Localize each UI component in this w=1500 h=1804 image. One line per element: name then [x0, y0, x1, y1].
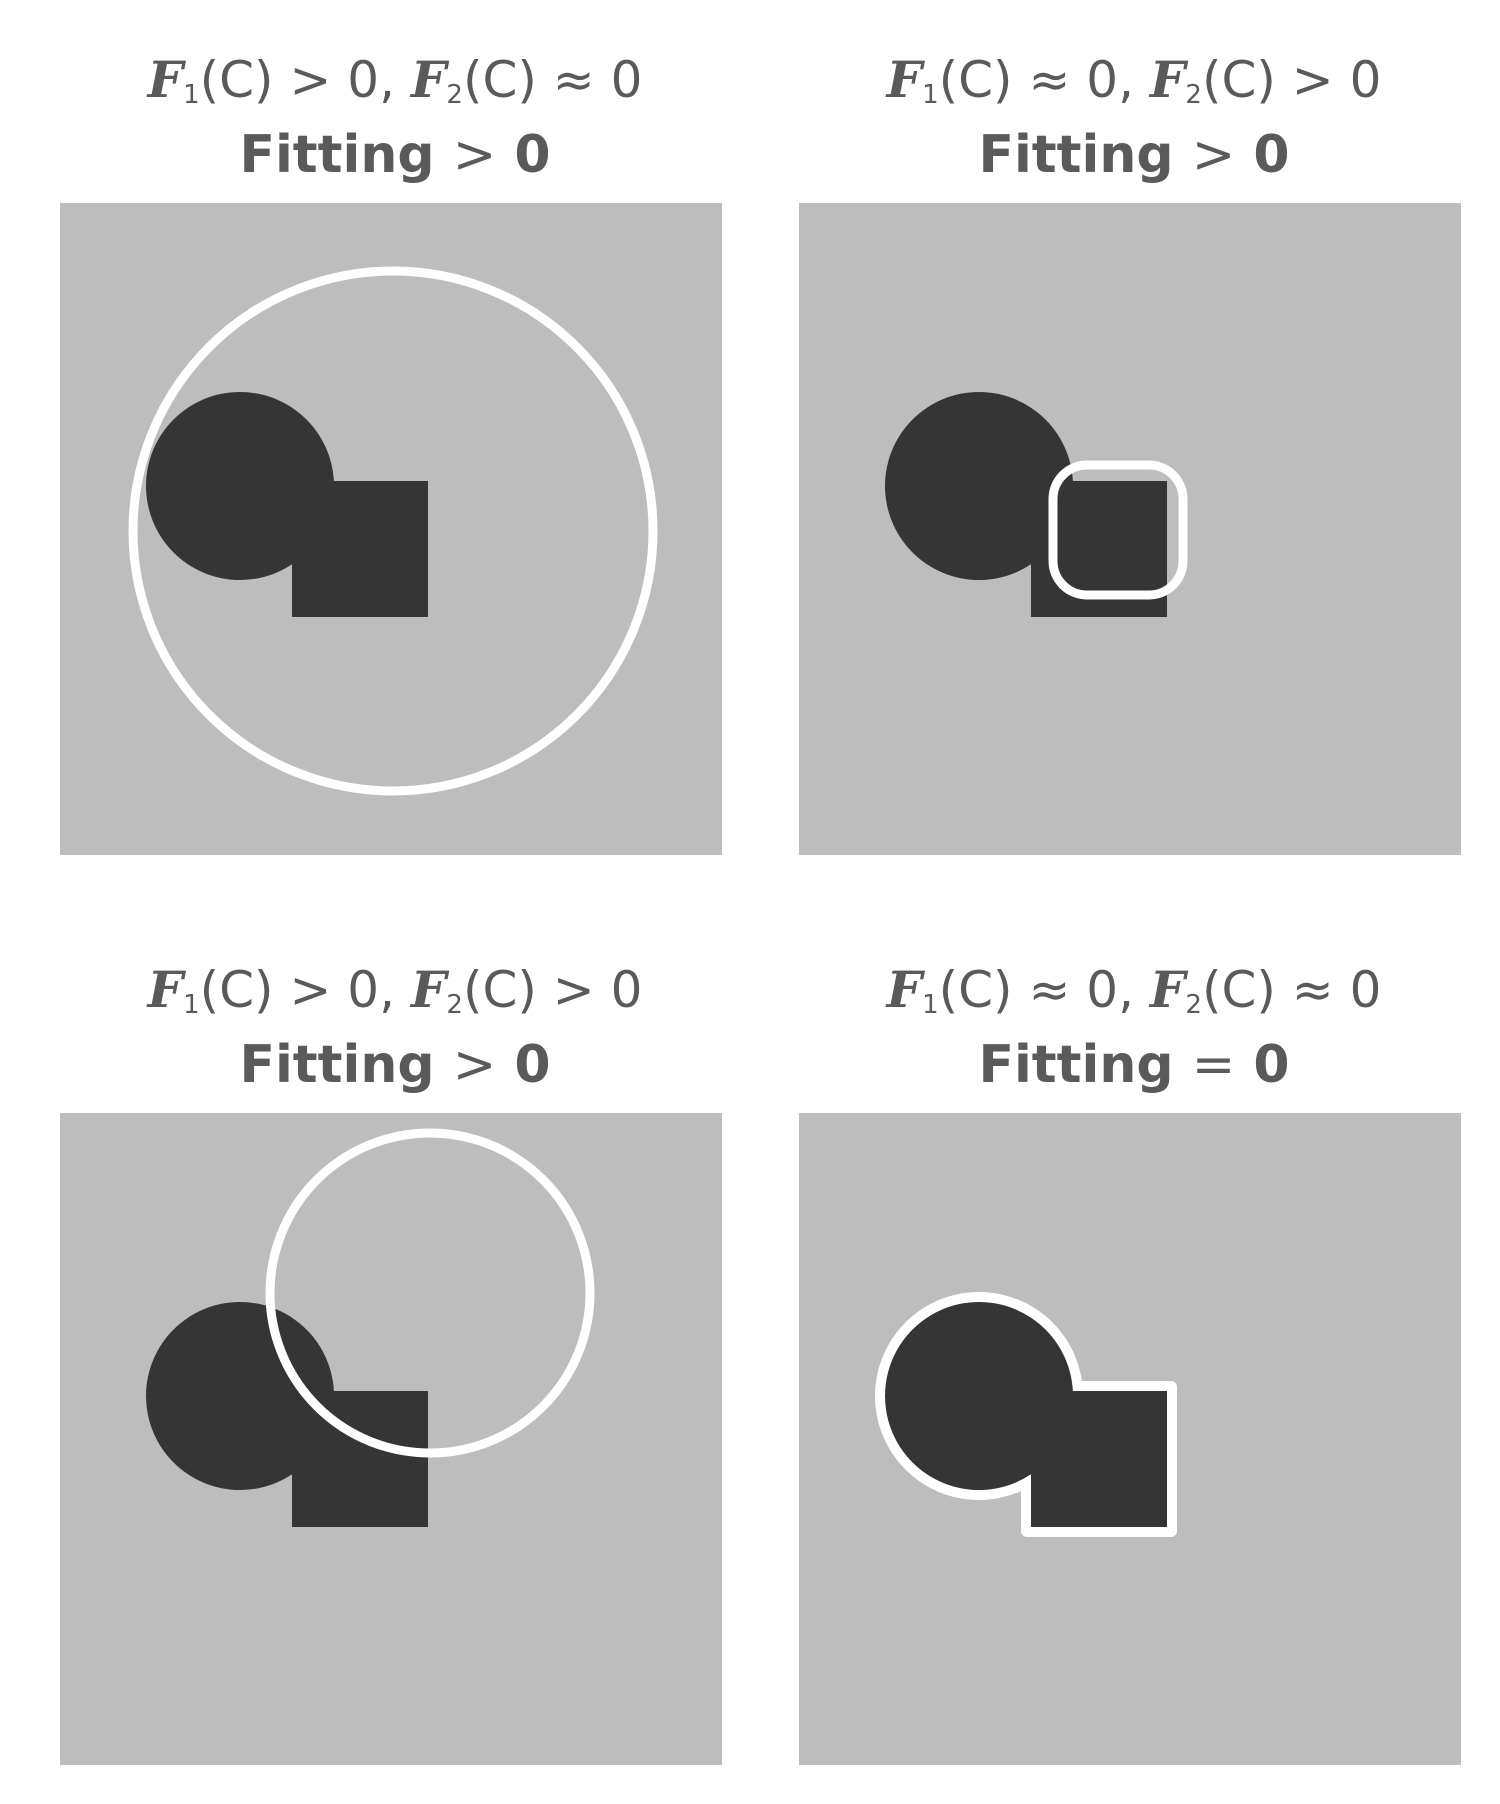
f1-relation: >	[289, 51, 332, 109]
f1-value: 0,	[1086, 51, 1134, 109]
image-plot	[60, 203, 722, 855]
f2-symbol: F	[410, 50, 447, 109]
panel-condition-line: F1(C) > 0, F2(C) > 0	[55, 955, 735, 1040]
object-square	[292, 481, 428, 617]
f2-subscript: 2	[1185, 990, 1202, 1020]
f1-value: 0,	[1086, 961, 1134, 1019]
panel-condition-line: F1(C) ≈ 0, F2(C) > 0	[794, 45, 1474, 130]
fitting-value: 0	[1253, 125, 1290, 185]
object	[885, 1302, 1167, 1527]
segmentation-image	[60, 1113, 722, 1765]
panel-condition-line: F1(C) > 0, F2(C) ≈ 0	[55, 45, 735, 130]
evolving-curve	[1048, 460, 1188, 600]
f1-value: 0,	[347, 51, 395, 109]
evolving-curve	[128, 266, 658, 796]
f1-argument: (C)	[938, 961, 1013, 1019]
f2-argument: (C)	[462, 961, 537, 1019]
f1-subscript: 1	[922, 80, 939, 110]
fitting-label: Fitting	[978, 1035, 1174, 1095]
panel-condition-line: F1(C) ≈ 0, F2(C) ≈ 0	[794, 955, 1474, 1040]
image-plot	[799, 203, 1461, 855]
f1-relation: ≈	[1028, 961, 1071, 1019]
segmentation-image	[799, 203, 1461, 855]
f1-subscript: 1	[183, 80, 200, 110]
f2-value: 0	[610, 961, 643, 1019]
fitting-label: Fitting	[978, 125, 1174, 185]
f1-symbol: F	[886, 50, 923, 109]
f2-value: 0	[1349, 961, 1382, 1019]
f2-argument: (C)	[462, 51, 537, 109]
f1-symbol: F	[147, 50, 184, 109]
fitting-relation: =	[1191, 1035, 1236, 1095]
f2-value: 0	[610, 51, 643, 109]
object-disk	[885, 1302, 1073, 1490]
evolving-curve	[265, 1128, 595, 1458]
f2-symbol: F	[1149, 960, 1186, 1019]
object	[146, 392, 428, 617]
f2-relation: >	[1291, 51, 1334, 109]
f1-argument: (C)	[199, 51, 274, 109]
segmentation-image	[60, 203, 722, 855]
panel-fitting-line: Fitting > 0	[55, 120, 735, 190]
f2-subscript: 2	[446, 80, 463, 110]
object	[146, 1302, 428, 1527]
fitting-label: Fitting	[239, 125, 435, 185]
f1-argument: (C)	[938, 51, 1013, 109]
f2-argument: (C)	[1201, 51, 1276, 109]
fitting-label: Fitting	[239, 1035, 435, 1095]
f1-symbol: F	[147, 960, 184, 1019]
object-square	[1031, 1391, 1167, 1527]
f2-subscript: 2	[1185, 80, 1202, 110]
f2-symbol: F	[1149, 50, 1186, 109]
f1-symbol: F	[886, 960, 923, 1019]
panel-fitting-line: Fitting = 0	[794, 1030, 1474, 1100]
f2-relation: ≈	[1291, 961, 1334, 1019]
f1-relation: ≈	[1028, 51, 1071, 109]
f1-argument: (C)	[199, 961, 274, 1019]
object-disk	[146, 392, 334, 580]
object-disk	[146, 1302, 334, 1490]
f2-subscript: 2	[446, 990, 463, 1020]
f2-symbol: F	[410, 960, 447, 1019]
fitting-value: 0	[514, 1035, 551, 1095]
fitting-value: 0	[1253, 1035, 1290, 1095]
segmentation-image	[799, 1113, 1461, 1765]
object-square	[292, 1391, 428, 1527]
f2-value: 0	[1349, 51, 1382, 109]
image-plot	[60, 1113, 722, 1765]
f2-argument: (C)	[1201, 961, 1276, 1019]
panel-fitting-line: Fitting > 0	[794, 120, 1474, 190]
object-disk	[885, 392, 1073, 580]
image-plot	[799, 1113, 1461, 1765]
f2-relation: >	[552, 961, 595, 1019]
f1-subscript: 1	[922, 990, 939, 1020]
panel-fitting-line: Fitting > 0	[55, 1030, 735, 1100]
f1-subscript: 1	[183, 990, 200, 1020]
fitting-relation: >	[452, 1035, 497, 1095]
f1-relation: >	[289, 961, 332, 1019]
f2-relation: ≈	[552, 51, 595, 109]
fitting-relation: >	[1191, 125, 1236, 185]
fitting-value: 0	[514, 125, 551, 185]
fitting-relation: >	[452, 125, 497, 185]
f1-value: 0,	[347, 961, 395, 1019]
